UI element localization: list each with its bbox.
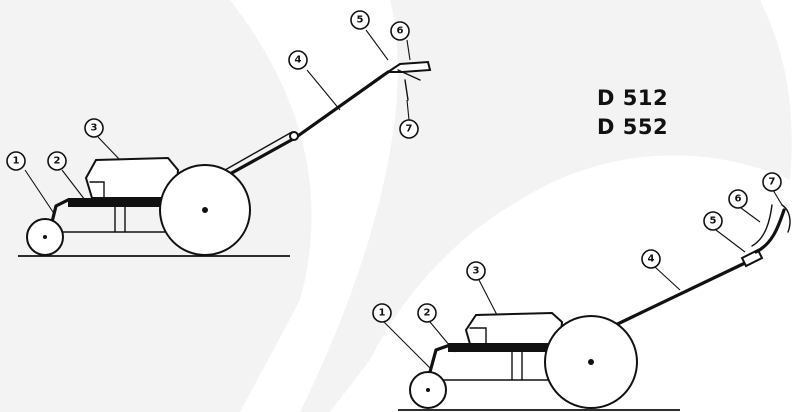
engine-detail-top xyxy=(89,181,105,199)
model-label-1: D 512 xyxy=(597,86,669,110)
handle-brace-top xyxy=(224,131,293,171)
small-wheel-hub-top xyxy=(43,235,47,239)
svg-text:4: 4 xyxy=(648,254,655,265)
model-label-2: D 552 xyxy=(597,115,669,139)
svg-text:1: 1 xyxy=(13,156,20,167)
handle-joint-top xyxy=(289,131,299,141)
handle-grip-top xyxy=(384,60,432,73)
callout-bottom-6: 6 xyxy=(728,189,748,209)
handle-bar-bottom xyxy=(603,261,747,332)
big-wheel-hub-top xyxy=(202,207,208,213)
svg-text:7: 7 xyxy=(769,177,776,188)
callout-bottom-7: 7 xyxy=(762,172,782,192)
svg-text:7: 7 xyxy=(406,124,413,135)
cable-top xyxy=(404,79,409,101)
callout-top-3: 3 xyxy=(84,118,104,138)
callout-bottom-2: 2 xyxy=(417,303,437,323)
callout-top-5: 5 xyxy=(350,10,370,30)
callout-bottom-1: 1 xyxy=(372,303,392,323)
mower-bottom xyxy=(383,189,791,411)
grip-end-bottom xyxy=(781,204,791,233)
callout-top-1: 1 xyxy=(6,151,26,171)
svg-text:5: 5 xyxy=(710,216,717,227)
handle-grip-bottom-2 xyxy=(751,204,773,247)
blade-bar-top xyxy=(68,198,173,207)
callout-top-6: 6 xyxy=(390,21,410,41)
big-wheel-hub-bottom xyxy=(588,359,594,365)
engine-bottom xyxy=(464,311,564,345)
lever-top xyxy=(397,69,421,81)
svg-text:2: 2 xyxy=(424,308,431,319)
blade-bar-bottom xyxy=(448,343,551,352)
callout-bottom-3: 3 xyxy=(466,261,486,281)
svg-text:3: 3 xyxy=(91,123,98,134)
handle-grip-bottom-1 xyxy=(754,208,786,254)
handle-upper-top xyxy=(293,70,390,140)
callout-top-7: 7 xyxy=(399,119,419,139)
small-wheel-hub-bottom xyxy=(426,388,430,392)
callout-top-2: 2 xyxy=(47,151,67,171)
mower-top xyxy=(18,29,432,257)
svg-text:5: 5 xyxy=(357,15,364,26)
svg-text:1: 1 xyxy=(379,308,386,319)
engine-detail-bottom xyxy=(469,327,487,345)
callout-top-4: 4 xyxy=(288,50,308,70)
handle-collar-bottom xyxy=(740,248,764,268)
callout-bottom-4: 4 xyxy=(641,249,661,269)
svg-text:4: 4 xyxy=(295,55,302,66)
svg-text:3: 3 xyxy=(473,266,480,277)
callout-bottom-5: 5 xyxy=(703,211,723,231)
engine-top xyxy=(84,156,180,199)
svg-text:6: 6 xyxy=(735,194,742,205)
svg-text:2: 2 xyxy=(54,156,61,167)
svg-text:6: 6 xyxy=(397,26,404,37)
